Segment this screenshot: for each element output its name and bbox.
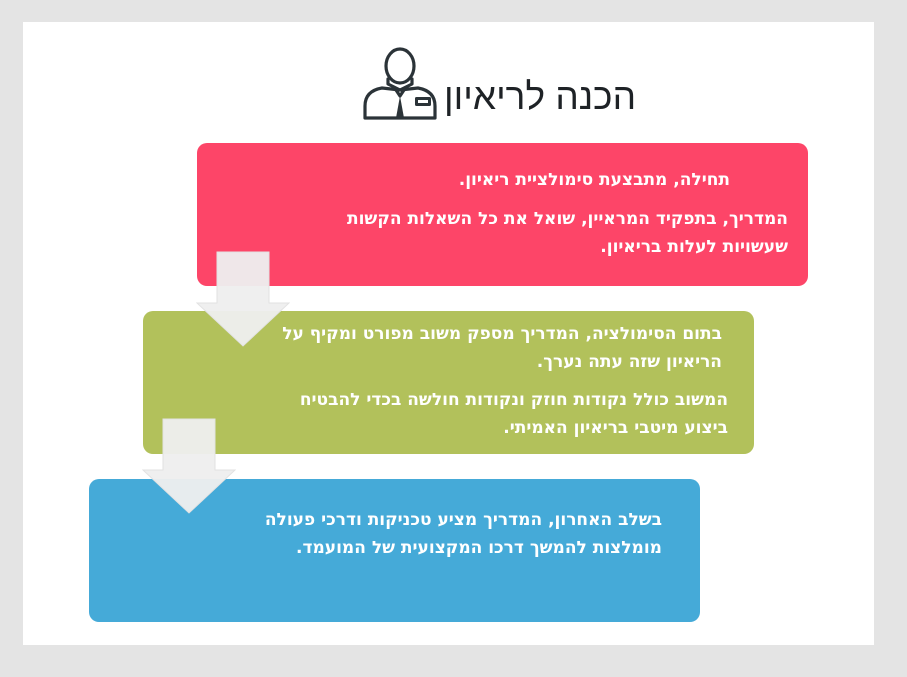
step-1-text-2: המדריך, בתפקיד המראיין, שואל את כל השאלו…: [346, 209, 788, 257]
step-3-text-1: בשלב האחרון, המדריך מציע טכניקות ודרכי פ…: [264, 510, 662, 558]
page-title: הכנה לריאיון: [444, 76, 637, 117]
step-1-box: תחילה, מתבצעת סימולציית ריאיון. המדריך, …: [197, 143, 808, 286]
step-2-text-2: המשוב כולל נקודות חוזק ונקודות חולשה בכד…: [299, 390, 728, 438]
interviewer-person-icon: [363, 47, 437, 120]
step-3-box: בשלב האחרון, המדריך מציע טכניקות ודרכי פ…: [89, 479, 700, 622]
step-1-text-1: תחילה, מתבצעת סימולציית ריאיון.: [458, 170, 730, 190]
down-arrow-icon: [142, 418, 236, 514]
step-2-text-1: בתום הסימולציה, המדריך מספק משוב מפורט ו…: [282, 324, 722, 372]
title-row: הכנה לריאיון: [0, 46, 907, 126]
down-arrow-icon: [196, 251, 290, 347]
